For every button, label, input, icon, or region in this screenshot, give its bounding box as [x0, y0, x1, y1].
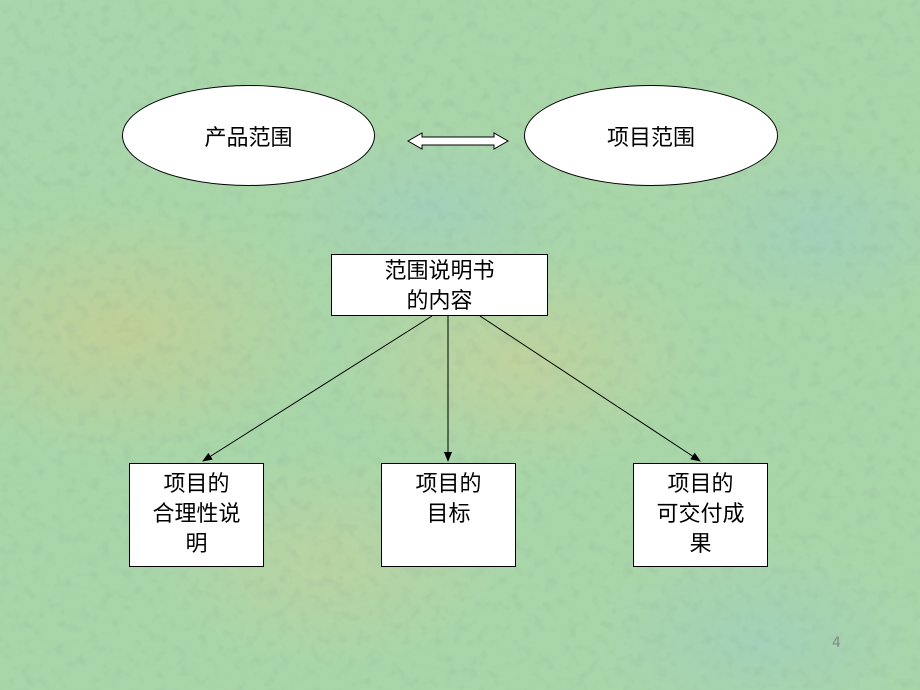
child-deliverables-line-3: 果 [689, 532, 712, 557]
child-justification-line-3: 明 [185, 532, 208, 557]
child-deliverables-line-2: 可交付成 [656, 502, 745, 527]
child-box-objectives: 项目的 目标 [381, 463, 516, 567]
double-arrow [406, 132, 510, 150]
connector-right [479, 315, 701, 462]
scope-statement-line-1: 范围说明书 [384, 259, 495, 284]
project-scope-ellipse: 项目范围 [524, 85, 778, 186]
product-scope-label: 产品范围 [204, 125, 293, 151]
child-objectives-line-1: 项目的 [415, 472, 482, 497]
scope-statement-box: 范围说明书 的内容 [331, 254, 548, 316]
page-number: 4 [832, 635, 841, 651]
scope-statement-line-2: 的内容 [406, 289, 473, 314]
child-justification-line-2: 合理性说 [152, 502, 241, 527]
child-box-deliverables: 项目的 可交付成 果 [633, 463, 768, 567]
project-scope-label: 项目范围 [606, 125, 695, 151]
child-objectives-line-2: 目标 [426, 502, 471, 527]
product-scope-ellipse: 产品范围 [122, 85, 375, 186]
child-deliverables-line-1: 项目的 [667, 472, 734, 497]
child-justification-line-1: 项目的 [163, 472, 230, 497]
child-box-justification: 项目的 合理性说 明 [129, 463, 264, 567]
connector-left [202, 315, 433, 462]
